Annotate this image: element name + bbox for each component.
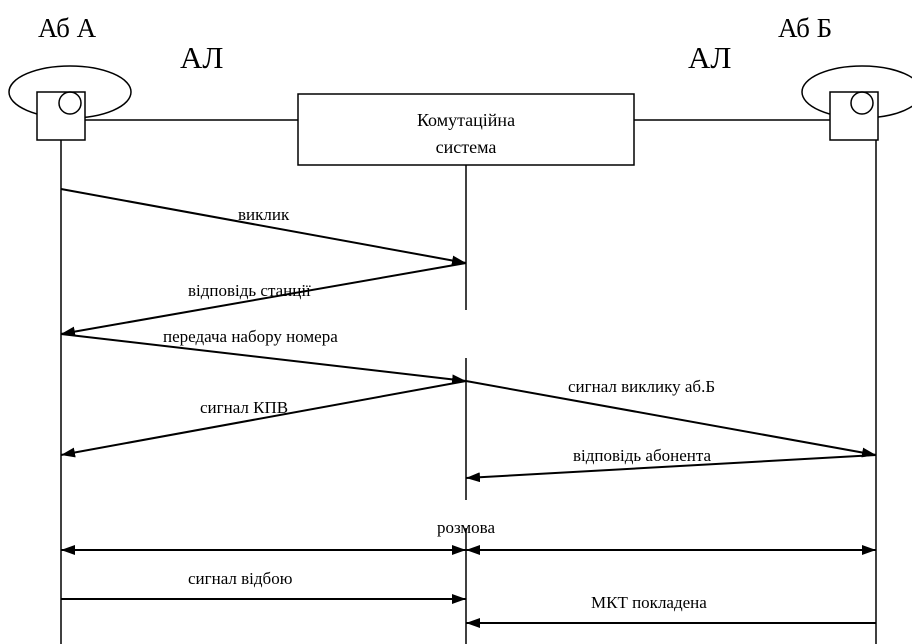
conversation-label: розмова [437,518,496,537]
call-signal-b-arrow [465,380,877,458]
kpv-signal-arrow [60,380,467,458]
handset-down-label: МКТ покладена [591,593,707,612]
call-signal-b-label: сигнал виклику аб.Б [568,377,715,396]
telephone-b-icon [801,65,912,141]
dial-transfer-label: передача набору номера [163,327,338,346]
switching-system-label-line2: система [436,137,497,157]
kpv-signal-label: сигнал КПВ [200,398,288,417]
subscriber-line-left-label: АЛ [180,40,223,75]
call-arrow [60,188,467,266]
subscriber-answer-label: відповідь абонента [573,446,711,465]
subscriber-line-right-label: АЛ [688,40,731,75]
telephone-a-icon [8,65,132,141]
subscriber-answer-arrow [465,454,877,483]
release-signal-label: сигнал відбою [188,569,293,588]
switching-system-box [297,93,635,166]
call-label: виклик [238,205,290,224]
station-answer-label: відповідь станції [188,281,311,300]
subscriber-b-label: Аб Б [778,13,832,43]
subscriber-a-label: Аб А [38,13,97,43]
switching-system-label-line1: Комутаційна [417,110,515,130]
station-answer-arrow [60,262,467,337]
dial-transfer-arrow [60,333,467,385]
